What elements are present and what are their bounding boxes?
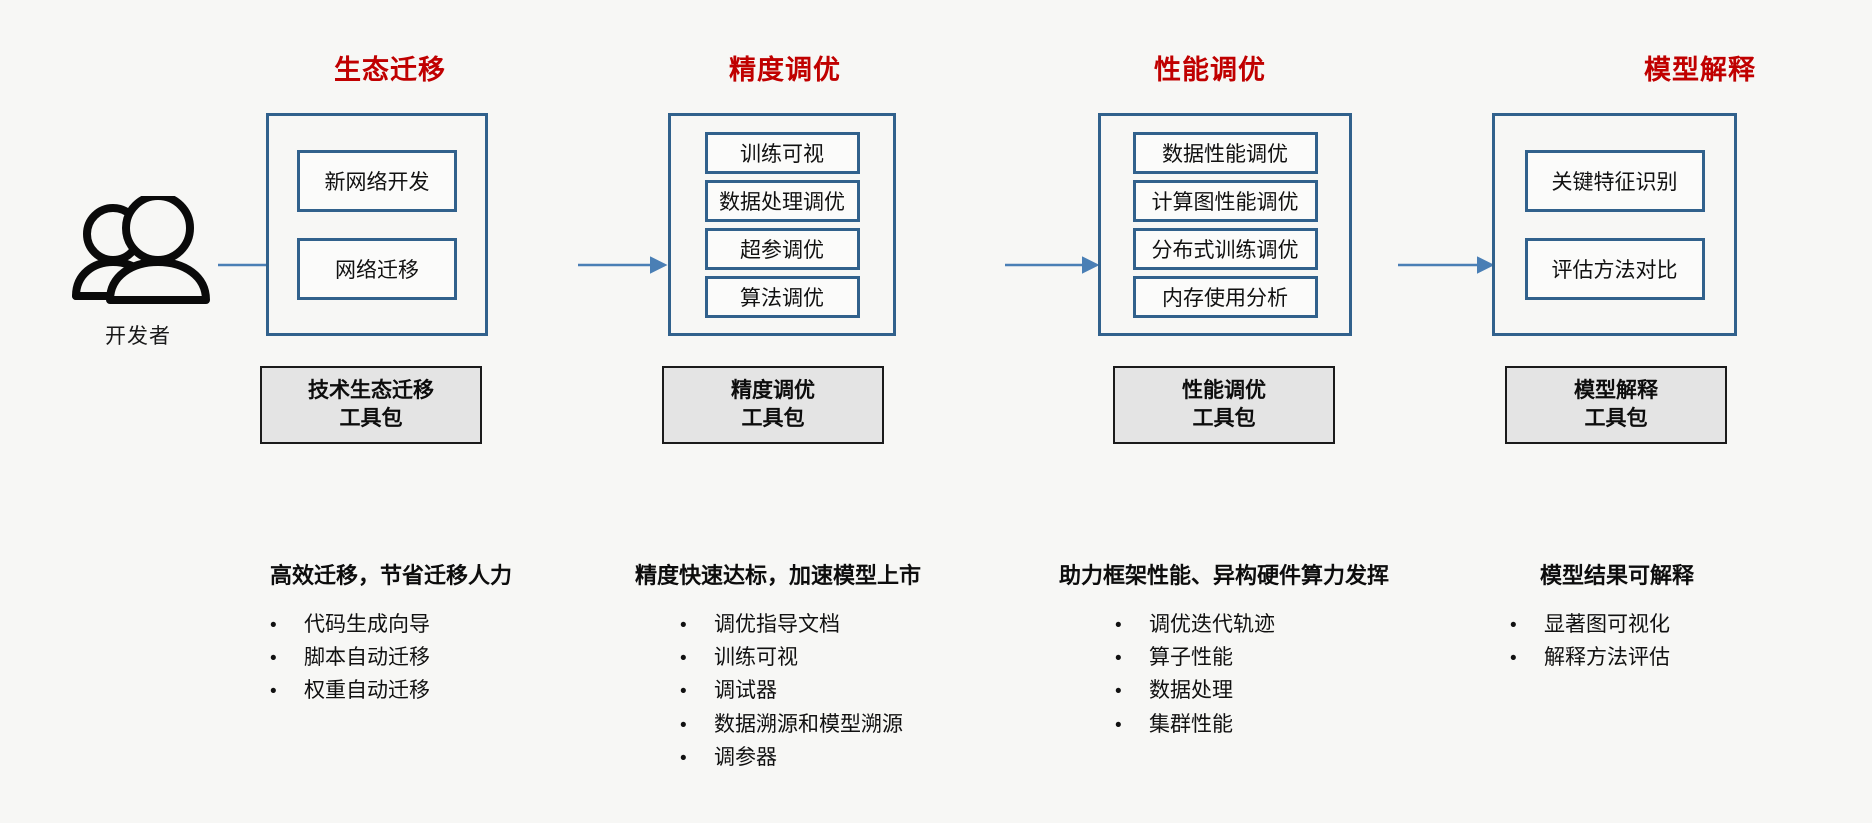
stage-tagline: 模型结果可解释 [1539,563,1694,588]
item-box[interactable]: 网络迁移 [297,237,457,300]
toolkit-line-2: 工具包 [1584,407,1648,430]
bullet-marker: • [680,648,687,670]
toolkit-line-2: 工具包 [741,407,805,430]
list-item-label: 调优迭代轨迹 [1149,613,1275,636]
list-item: • 脚本自动迁移 [270,641,430,674]
column-title: 性能调优 [1154,55,1266,85]
list-item-label: 算子性能 [1149,646,1233,670]
bullet-marker: • [1510,615,1517,636]
stage-panel: 数据性能调优 计算图性能调优 分布式训练调优 内存使用分析 [1098,113,1352,336]
developer-label: 开发者 [105,325,171,348]
item-box[interactable]: 算法调优 [704,275,860,318]
bullet-marker: • [680,615,687,636]
list-item-label: 调优指导文档 [714,613,840,636]
item-box[interactable]: 关键特征识别 [1524,149,1705,212]
list-item: • 集群性能 [1115,708,1275,741]
list-item: • 解释方法评估 [1510,641,1670,674]
list-item: • 调优迭代轨迹 [1115,608,1275,641]
toolkit-box[interactable]: 技术生态迁移 工具包 [260,366,482,444]
bullet-marker: • [1510,648,1517,670]
item-box[interactable]: 新网络开发 [297,149,457,212]
list-item: • 训练可视 [680,641,903,674]
two-people-icon [72,196,210,304]
item-box[interactable]: 超参调优 [704,227,860,270]
toolkit-line-1: 精度调优 [731,379,815,403]
item-box[interactable]: 数据性能调优 [1132,131,1318,174]
item-box[interactable]: 训练可视 [704,131,860,174]
item-box[interactable]: 分布式训练调优 [1132,227,1318,270]
column-title: 精度调优 [729,55,841,85]
toolkit-line-1: 性能调优 [1182,379,1266,403]
item-box[interactable]: 评估方法对比 [1524,237,1705,300]
list-item: • 调试器 [680,674,903,707]
list-item: • 数据溯源和模型溯源 [680,708,903,741]
bullet-marker: • [680,747,687,769]
list-item: • 算子性能 [1115,641,1275,674]
item-box[interactable]: 数据处理调优 [704,179,860,222]
bullet-marker: • [1115,714,1122,736]
stage-panel: 关键特征识别 评估方法对比 [1492,113,1737,336]
list-item-label: 权重自动迁移 [304,679,430,703]
stage-panel: 训练可视 数据处理调优 超参调优 算法调优 [668,113,896,336]
toolkit-line-2: 工具包 [1192,407,1256,430]
list-item-label: 数据溯源和模型溯源 [714,712,903,736]
column-title: 模型解释 [1644,55,1756,85]
toolkit-line-2: 工具包 [339,407,403,430]
list-item-label: 调参器 [714,745,777,769]
list-item: • 代码生成向导 [270,608,430,641]
bullet-marker: • [680,681,687,703]
toolkit-line-1: 技术生态迁移 [308,379,434,403]
list-item-label: 数据处理 [1149,679,1233,703]
list-item-label: 脚本自动迁移 [304,646,430,670]
bullet-marker: • [1115,681,1122,703]
toolkit-box[interactable]: 精度调优 工具包 [662,366,884,444]
stage-column-ecosystem-migration: 生态迁移 新网络开发 网络迁移 技术生态迁移 工具包 高效迁移，节省迁移人力 •… [240,0,540,823]
stage-column-accuracy-tuning: 精度调优 训练可视 数据处理调优 超参调优 算法调优 精度调优 工具包 精度快速… [620,0,921,823]
bullet-marker: • [680,714,687,736]
stage-tagline: 助力框架性能、异构硬件算力发挥 [1058,563,1389,588]
item-box[interactable]: 内存使用分析 [1132,275,1318,318]
toolkit-line-1: 模型解释 [1574,379,1658,403]
bullet-marker: • [270,615,277,636]
feature-list: • 显著图可视化 • 解释方法评估 [1510,608,1670,674]
list-item: • 调参器 [680,741,903,774]
toolkit-box[interactable]: 模型解释 工具包 [1505,366,1727,444]
feature-list: • 调优迭代轨迹 • 算子性能 • 数据处理 • 集群性能 [1115,608,1275,741]
feature-list: • 代码生成向导 • 脚本自动迁移 • 权重自动迁移 [270,608,430,708]
stage-column-performance-tuning: 性能调优 数据性能调优 计算图性能调优 分布式训练调优 内存使用分析 性能调优 … [1020,0,1389,823]
list-item: • 数据处理 [1115,674,1275,707]
column-title: 生态迁移 [334,55,446,85]
bullet-marker: • [270,681,277,703]
list-item: • 调优指导文档 [680,608,903,641]
list-item-label: 代码生成向导 [304,613,430,636]
stage-tagline: 高效迁移，节省迁移人力 [269,563,512,588]
bullet-marker: • [1115,648,1122,670]
toolkit-box[interactable]: 性能调优 工具包 [1113,366,1335,444]
list-item-label: 集群性能 [1149,712,1233,736]
list-item: • 显著图可视化 [1510,608,1670,641]
stage-column-model-explanation: 模型解释 关键特征识别 评估方法对比 模型解释 工具包 模型结果可解释 • 显著图… [1430,0,1755,823]
item-box[interactable]: 计算图性能调优 [1132,179,1318,222]
stage-panel: 新网络开发 网络迁移 [266,113,488,336]
list-item-label: 显著图可视化 [1544,613,1670,636]
stage-tagline: 精度快速达标，加速模型上市 [634,563,921,588]
developer-actor: 开发者 [48,196,228,350]
bullet-marker: • [1115,615,1122,636]
list-item-label: 训练可视 [714,646,798,670]
bullet-marker: • [270,648,277,670]
list-item-label: 解释方法评估 [1544,646,1670,670]
feature-list: • 调优指导文档 • 训练可视 • 调试器 • 数据溯源和模型溯源 • 调参器 [680,608,903,774]
list-item-label: 调试器 [714,679,777,703]
list-item: • 权重自动迁移 [270,674,430,707]
